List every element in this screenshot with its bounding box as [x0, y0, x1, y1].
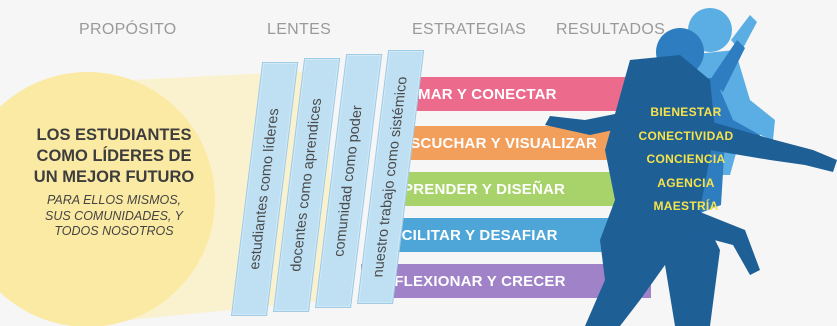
result-item: BIENESTAR [650, 105, 722, 119]
header-lenses: LENTES [267, 21, 332, 38]
strategy-label: REFLEXIONAR Y CRECER [373, 272, 566, 290]
purpose-circle [0, 72, 215, 326]
jumping-people-illustration [545, 8, 837, 326]
result-item: CONCIENCIA [646, 152, 726, 166]
strategy-bar-reflexionar: REFLEXIONAR Y CRECER [361, 264, 651, 298]
result-item: CONECTIVIDAD [638, 128, 734, 143]
strategy-label: ESCUCHAR Y VISUALIZAR [400, 134, 598, 152]
purpose-block: LOS ESTUDIANTES COMO LÍDERES DE UN MEJOR… [14, 125, 214, 240]
strategy-label: FACILITAR Y DESAFIAR [382, 226, 558, 244]
silhouette-front [545, 55, 837, 326]
results-list: BIENESTAR CONECTIVIDAD CONCIENCIA AGENCI… [626, 101, 746, 219]
header-results: RESULTADOS [556, 21, 666, 38]
strategy-label: AMAR Y CONECTAR [407, 85, 557, 103]
result-item: MAESTRÍA [653, 199, 719, 213]
purpose-title: LOS ESTUDIANTES COMO LÍDERES DE UN MEJOR… [33, 126, 195, 186]
result-item: AGENCIA [657, 175, 715, 190]
header-strategies: ESTRATEGIAS [412, 21, 527, 38]
strategy-label: APRENDER Y DISEÑAR [392, 180, 566, 198]
header-purpose: PROPÓSITO [79, 21, 177, 38]
purpose-subtitle: PARA ELLOS MISMOS, SUS COMUNIDADES, Y TO… [45, 193, 183, 238]
